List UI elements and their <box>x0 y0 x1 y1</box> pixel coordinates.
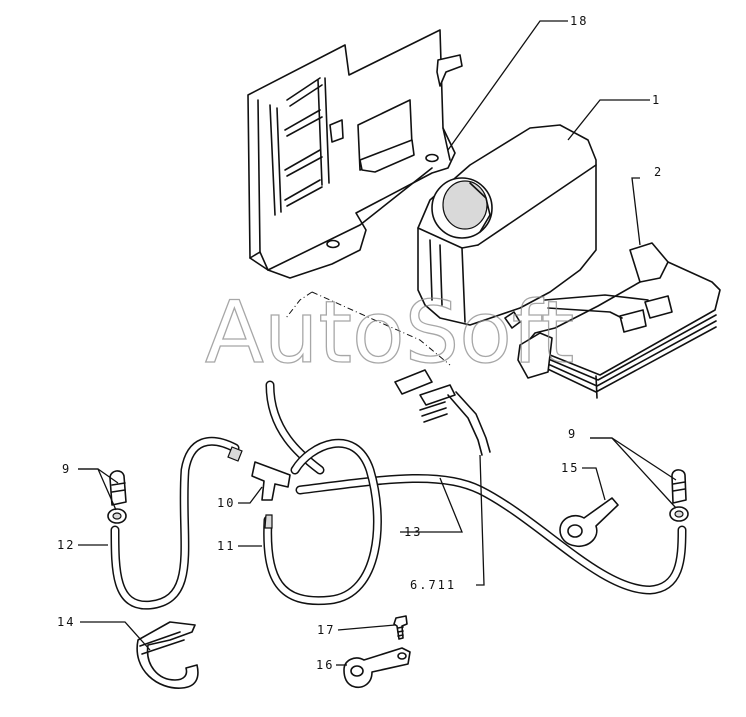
hose-clip-16 <box>343 647 411 688</box>
callout-1: 1 <box>652 93 661 107</box>
callout-9-right: 9 <box>568 427 577 441</box>
hose-clip-15 <box>559 497 619 548</box>
washer-hoses <box>110 380 687 610</box>
callout-9-left: 9 <box>62 462 71 476</box>
callout-18: 18 <box>570 14 588 28</box>
screw <box>393 615 408 640</box>
callout-11: 11 <box>217 539 235 553</box>
hose-clip-large <box>136 621 199 689</box>
callout-15: 15 <box>561 461 579 475</box>
mounting-bracket <box>247 29 463 279</box>
callout-10: 10 <box>217 496 235 510</box>
watermark: AutoSoft <box>205 283 574 383</box>
callout-12: 12 <box>57 538 75 552</box>
harness-connectors <box>285 291 491 456</box>
callout-6-711: 6.711 <box>410 578 456 592</box>
callout-17: 17 <box>317 623 335 637</box>
callout-labels: 18 1 2 9 9 10 11 12 13 14 15 16 17 6.711 <box>57 14 663 672</box>
callout-13: 13 <box>404 525 422 539</box>
t-connector <box>227 446 291 529</box>
pump-harness <box>517 242 721 399</box>
callout-16: 16 <box>316 658 334 672</box>
callout-14: 14 <box>57 615 75 629</box>
callout-leaders <box>78 20 677 666</box>
callout-2: 2 <box>654 165 663 179</box>
washer-reservoir <box>417 124 597 329</box>
